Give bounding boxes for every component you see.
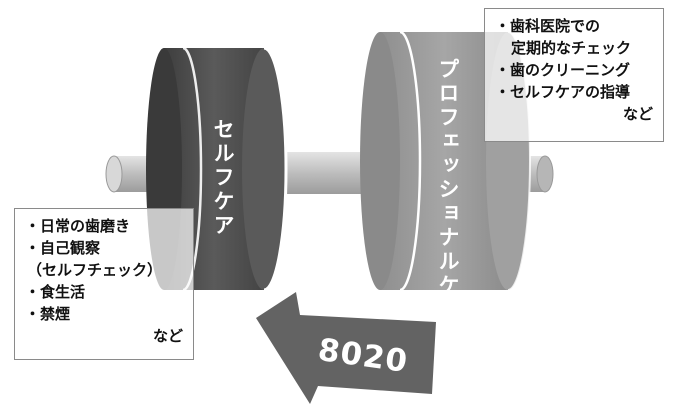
professional-care-box: ・歯科医院での 定期的なチェック ・歯のクリーニング ・セルフケアの指導 など [484,8,664,142]
self-care-item: ・禁煙 [25,305,71,323]
arrow-8020 [256,292,436,404]
professional-care-item: ・歯のクリーニング [495,61,631,79]
self-care-label: セルフケア [211,118,235,238]
self-care-item: ・日常の歯磨き [25,217,131,235]
self-care-box: ・日常の歯磨き ・自己観察 （セルフチェック） ・食生活 ・禁煙 など [14,208,194,360]
professional-care-item: ・セルフケアの指導 [495,83,631,101]
professional-care-etc: など [622,105,653,123]
self-care-etc: など [152,327,183,345]
professional-care-label: プロフェッショナルケア [436,58,460,322]
self-care-item: ・自己観察 [25,239,101,257]
self-care-plate [146,46,288,292]
self-care-item: （セルフチェック） [27,261,163,279]
professional-care-item: ・歯科医院での [495,17,601,35]
professional-care-item: 定期的なチェック [511,39,632,57]
self-care-item: ・食生活 [25,283,86,301]
